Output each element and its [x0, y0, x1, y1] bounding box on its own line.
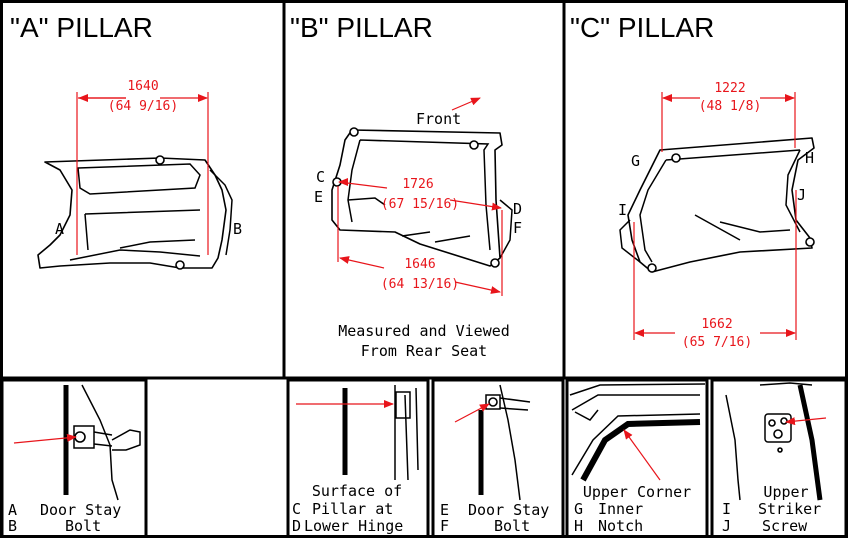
detail-ab-frame [0, 378, 148, 538]
a-pillar-title: "A" PILLAR [10, 12, 153, 43]
c-lower-mm: 1662 [701, 317, 732, 332]
detail-e-letter: E [440, 501, 449, 519]
detail-c-text: Pillar at [312, 500, 393, 518]
detail-i-text: Striker [758, 500, 821, 518]
detail-ij-text1: Upper [763, 483, 808, 501]
b-lower-in: (64 13/16) [381, 277, 459, 292]
b-front-label: Front [416, 110, 461, 128]
c-pillar-drawing [619, 92, 815, 340]
detail-c-letter: C [292, 500, 301, 518]
c-pillar-title: "C" PILLAR [570, 12, 714, 43]
detail-b-letter: B [8, 517, 17, 535]
b-label-d: D [513, 200, 522, 218]
c-label-g: G [631, 152, 640, 170]
detail-ab-drawing [13, 384, 141, 501]
detail-ij-drawing [725, 382, 827, 501]
b-label-c: C [316, 168, 325, 186]
detail-f-letter: F [440, 517, 449, 535]
b-pillar-drawing [331, 97, 513, 296]
detail-j-text: Screw [762, 517, 808, 535]
detail-e-text: Door Stay [468, 501, 549, 519]
detail-gh-text1: Upper Corner [583, 483, 691, 501]
b-pillar-title: "B" PILLAR [290, 12, 433, 43]
c-upper-mm: 1222 [714, 81, 745, 96]
a-label-a: A [55, 220, 64, 238]
c-lower-in: (65 7/16) [682, 335, 752, 350]
detail-h-letter: H [574, 517, 583, 535]
b-lower-mm: 1646 [404, 257, 435, 272]
detail-cd-drawing [296, 385, 419, 481]
b-upper-mm: 1726 [402, 177, 433, 192]
detail-d-letter: D [292, 517, 301, 535]
c-label-h: H [805, 149, 814, 167]
detail-i-letter: I [722, 500, 731, 518]
detail-gh-frame [565, 378, 709, 538]
detail-g-letter: G [574, 500, 583, 518]
c-upper-in: (48 1/8) [699, 99, 762, 114]
a-width-mm: 1640 [127, 79, 158, 94]
b-note-line1: Measured and Viewed [338, 322, 510, 340]
b-note-line2: From Rear Seat [361, 342, 487, 360]
detail-f-text: Bolt [494, 517, 530, 535]
detail-ef-drawing [454, 384, 531, 501]
detail-a-text: Door Stay [40, 501, 121, 519]
detail-a-letter: A [8, 501, 17, 519]
detail-h-text: Notch [598, 517, 643, 535]
a-pillar-drawing [37, 92, 233, 270]
detail-ij-frame [710, 378, 848, 538]
a-label-b: B [233, 220, 242, 238]
detail-d-text: Lower Hinge [304, 517, 403, 535]
b-label-e: E [314, 188, 323, 206]
detail-g-text: Inner [598, 500, 643, 518]
detail-gh-drawing [569, 383, 706, 482]
detail-b-text: Bolt [65, 517, 101, 535]
b-label-f: F [513, 219, 522, 237]
detail-ef-frame [431, 378, 565, 538]
b-upper-in: (67 15/16) [381, 197, 459, 212]
detail-cd-frame [286, 378, 430, 538]
detail-cd-text1: Surface of [312, 482, 402, 500]
c-label-i: I [618, 201, 627, 219]
a-width-in: (64 9/16) [108, 99, 178, 114]
detail-j-letter: J [722, 517, 731, 535]
c-label-j: J [797, 186, 806, 204]
